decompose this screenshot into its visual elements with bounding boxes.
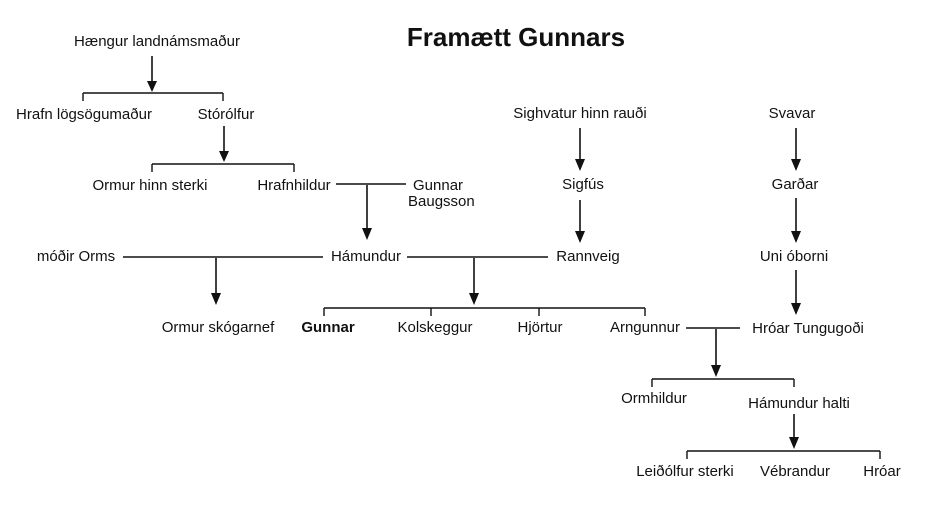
arrow-sighvatur xyxy=(575,128,585,171)
arrow-sigfus xyxy=(575,200,585,243)
connector-lines xyxy=(82,92,881,459)
person-hrafn: Hrafn lögsögumaður xyxy=(16,106,152,123)
arrow-ormur-skogarnef xyxy=(211,258,221,305)
person-hamundur: Hámundur xyxy=(331,248,401,265)
arrow-svavar xyxy=(791,128,801,171)
person-gunnar-baugsson-line2: Baugsson xyxy=(408,193,475,210)
person-gunnar: Gunnar xyxy=(301,319,354,336)
person-storolfur: Stórólfur xyxy=(198,106,255,123)
person-arngunnur: Arngunnur xyxy=(610,319,680,336)
person-hroar: Hróar xyxy=(863,463,901,480)
person-sigfus: Sigfús xyxy=(562,176,604,193)
person-rannveig: Rannveig xyxy=(556,248,619,265)
person-svavar: Svavar xyxy=(769,105,816,122)
arrow-gardar xyxy=(791,198,801,243)
person-haengur: Hængur landnámsmaður xyxy=(74,33,240,50)
person-ormur-skogarnef: Ormur skógarnef xyxy=(162,319,275,336)
arrow-hrafnhildur-gunnar xyxy=(362,185,372,240)
person-ormur-sterki: Ormur hinn sterki xyxy=(92,177,207,194)
person-hroar-tungugodi: Hróar Tungugoði xyxy=(752,320,864,337)
person-gunnar-baugsson-line1: Gunnar xyxy=(413,177,463,194)
person-modir-orms: móðir Orms xyxy=(37,248,115,265)
descent-arrows xyxy=(147,56,801,449)
person-hamundur-halti: Hámundur halti xyxy=(748,395,850,412)
person-uni: Uni óborni xyxy=(760,248,828,265)
person-vebrandur: Vébrandur xyxy=(760,463,830,480)
person-leidolfur: Leiðólfur sterki xyxy=(636,463,734,480)
arrow-uni xyxy=(791,270,801,315)
arrow-arngunnur-hroar xyxy=(711,329,721,377)
diagram-title: Framætt Gunnars xyxy=(407,22,625,52)
arrow-haengur xyxy=(147,56,157,92)
arrow-hamundur-halti xyxy=(789,414,799,449)
person-names: Hængur landnámsmaður Hrafn lögsögumaður … xyxy=(16,33,901,480)
person-sighvatur: Sighvatur hinn rauði xyxy=(513,105,646,122)
arrow-hamundur-children xyxy=(469,258,479,305)
arrow-storolfur xyxy=(219,126,229,162)
person-kolskeggur: Kolskeggur xyxy=(397,319,472,336)
person-gardar: Garðar xyxy=(772,176,819,193)
person-ormhildur: Ormhildur xyxy=(621,390,687,407)
person-hrafnhildur: Hrafnhildur xyxy=(257,177,330,194)
person-hjortur: Hjörtur xyxy=(517,319,562,336)
